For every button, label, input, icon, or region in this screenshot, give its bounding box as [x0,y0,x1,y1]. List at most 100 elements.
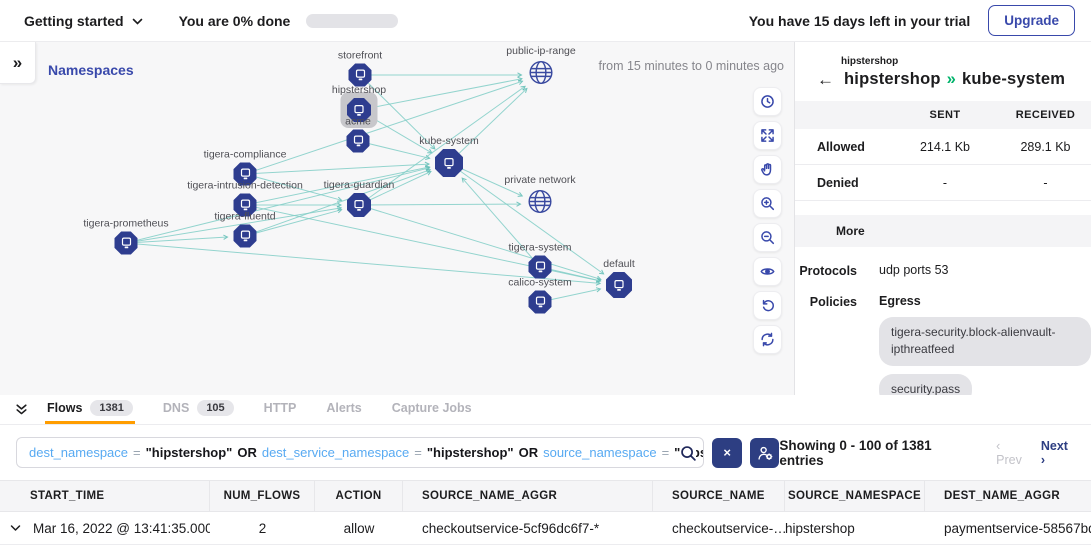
next-page-button[interactable]: Next › [1040,438,1068,467]
graph-node-storefront[interactable]: storefront [338,50,382,87]
flow-direction-icon: » [946,70,957,88]
expand-icon [760,128,775,143]
graph-node-kube-system[interactable]: kube-system [419,135,479,177]
expand-tool-button[interactable] [753,121,782,150]
graph-node-calico-system[interactable]: calico-system [508,277,572,314]
graph-node-label: tigera-compliance [203,148,287,161]
column-header-source_name[interactable]: SOURCE_NAME [653,481,785,511]
tab-alerts[interactable]: Alerts [326,401,362,415]
graph-node-tigera-fluentd[interactable]: tigera-fluentd [214,211,276,248]
namespace-icon [612,278,626,293]
collapse-panel-icon[interactable] [14,402,29,417]
query-token-op: = [661,445,670,460]
query-token-op: = [133,445,141,460]
graph-node-tigera-guardian[interactable]: tigera-guardian [324,179,394,217]
graph-node-label: acme [345,115,371,128]
column-header-source_namespace[interactable]: SOURCE_NAMESPACE [785,481,925,511]
column-header-dest_name_aggr[interactable]: DEST_NAME_AGGR [944,490,1061,502]
graph-node-label: tigera-system [508,241,572,254]
tab-http[interactable]: HTTP [263,401,297,415]
namespace-icon [533,295,547,310]
zoom-out-tool-button[interactable] [753,223,782,252]
graph-node-label: tigera-guardian [323,179,395,191]
graph-node-acme[interactable]: acme [345,116,371,153]
protocols-label: Protocols [799,264,857,278]
policies-label: Policies [809,295,857,309]
row-expand-icon[interactable] [10,524,21,532]
graph-node-tigera-prometheus[interactable]: tigera-prometheus [83,218,169,255]
chevron-down-icon [132,18,142,25]
hand-icon [760,162,775,177]
graph-nodes-layer: storefront public-ip-range hipstershop a… [0,42,794,395]
graph-node-tigera-compliance[interactable]: tigera-compliance [204,149,286,186]
refresh-icon [760,332,775,347]
namespace-icon [351,134,365,149]
sent-header: SENT [929,109,961,121]
graph-title: Namespaces [48,62,134,78]
graph-node-default[interactable]: default [603,258,635,298]
saved-queries-button[interactable] [749,437,780,468]
column-header-source_name_aggr[interactable]: SOURCE_NAME_AGGR [403,481,653,511]
graph-node-tigera-intrusion-detection[interactable]: tigera-intrusion-detection [187,180,303,217]
policy-pill[interactable]: tigera-security.block-alienvault-ipthrea… [879,317,1091,366]
time-range-label: from 15 minutes to 0 minutes ago [598,59,784,73]
upgrade-button[interactable]: Upgrade [988,5,1075,36]
showing-entries-text: Showing 0 - 100 of 1381 entries [779,437,932,468]
table-cell: checkoutservice-… [672,520,785,536]
hand-tool-button[interactable] [753,155,782,184]
globe-icon [527,188,554,220]
zoom-in-icon [760,196,775,211]
flow-details-panel: hipstershop ← hipstershop»kube-system SE… [795,42,1091,395]
zoom-in-tool-button[interactable] [753,189,782,218]
graph-node-tigera-system[interactable]: tigera-system [508,242,572,279]
clear-query-button[interactable]: × [712,437,742,468]
sidebar-expand-button[interactable]: » [0,42,36,84]
table-cell: paymentservice-58567bdc [944,520,1091,536]
undo-icon [760,298,775,313]
back-arrow-icon[interactable]: ← [817,70,834,89]
graph-node-label: tigera-intrusion-detection [187,179,303,192]
column-header-num_flows[interactable]: NUM_FLOWS [210,481,315,511]
egress-label: Egress [879,294,921,308]
graph-node-private-network[interactable]: private network [504,174,576,220]
graph-node-label: public-ip-range [506,45,576,57]
namespace-icon [119,236,133,251]
eye-icon [760,264,775,279]
table-cell: checkoutservice-5cf96dc6f7-* [422,520,600,536]
protocols-value: udp ports 53 [879,263,949,277]
stats-header: SENT RECEIVED [795,101,1091,129]
undo-tool-button[interactable] [753,291,782,320]
tab-count-badge: 105 [197,400,234,416]
top-bar: Getting started You are 0% done You have… [0,0,1091,42]
progress-bar [306,13,399,28]
query-token-key: dest_namespace [29,445,129,460]
namespace-icon [442,156,456,171]
clock-tool-button[interactable] [753,87,782,116]
getting-started-dropdown[interactable]: Getting started [24,13,143,29]
more-section-header[interactable]: More [795,215,1091,247]
details-eyebrow: hipstershop [841,56,899,67]
graph-node-hipstershop[interactable]: hipstershop [332,84,386,122]
column-header-start_time[interactable]: START_TIME [0,481,210,511]
prev-page-button[interactable]: ‹ Prev [996,438,1022,467]
graph-node-public-ip-range[interactable]: public-ip-range [506,45,576,91]
namespace-icon [352,198,366,213]
refresh-tool-button[interactable] [753,325,782,354]
tab-count-badge: 1381 [90,400,133,416]
column-header-action[interactable]: ACTION [315,481,403,511]
table-cell: hipstershop [785,520,855,536]
policy-pill[interactable]: security.pass [879,373,973,395]
eye-tool-button[interactable] [753,257,782,286]
tab-capture-jobs[interactable]: Capture Jobs [391,401,472,415]
graph-node-label: private network [504,174,576,186]
globe-icon [528,59,555,91]
graph-toolbar [753,87,782,354]
user-gear-icon [757,446,773,460]
namespace-icon [352,103,366,118]
